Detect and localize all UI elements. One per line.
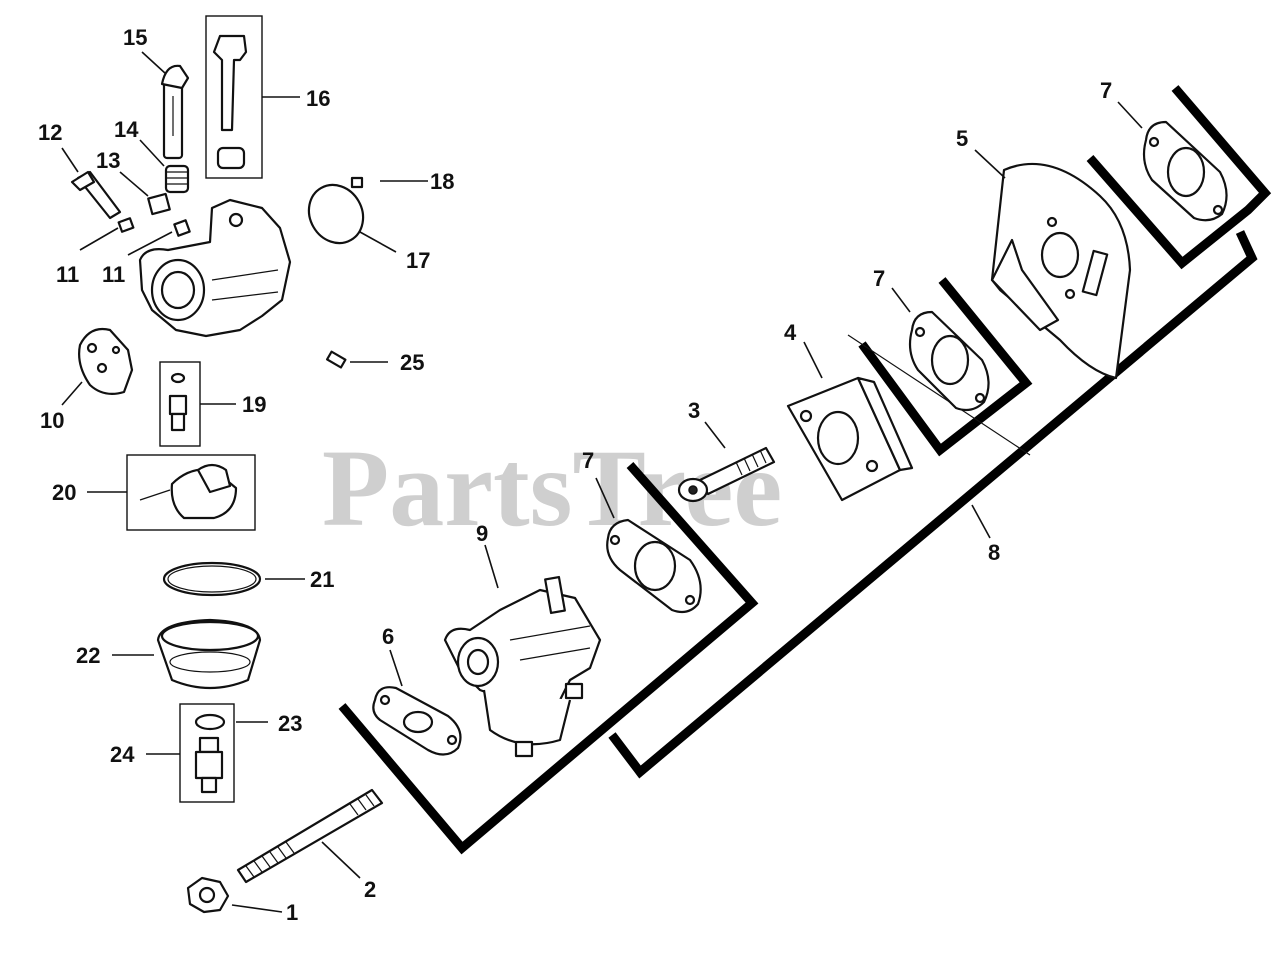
- part-21-o-ring: [162, 561, 305, 597]
- part-5-heat-shield: [974, 149, 1132, 380]
- callout-labels: 1 2 3 4 5 6 7 7 7 8 9 10 11 11 12 13 14 …: [38, 25, 1112, 925]
- part-20-float: [87, 454, 256, 531]
- callout-3: 3: [688, 398, 700, 423]
- callout-15: 15: [123, 25, 147, 50]
- callout-20: 20: [52, 480, 76, 505]
- part-7-gasket-upper: [1117, 101, 1228, 222]
- callout-23: 23: [278, 711, 302, 736]
- callout-10: 10: [40, 408, 64, 433]
- callout-16: 16: [306, 86, 330, 111]
- part-7-gasket-lower: [595, 477, 702, 614]
- assembly-bracket-lines: [338, 85, 1272, 855]
- callout-24: 24: [110, 742, 135, 767]
- callout-25: 25: [400, 350, 424, 375]
- part-16-needle-assembly: [205, 15, 300, 179]
- part-8-leader: [971, 504, 991, 539]
- part-4-spacer: [786, 341, 914, 502]
- part-7-gasket-middle: [891, 287, 990, 412]
- callout-18: 18: [430, 169, 454, 194]
- callout-12: 12: [38, 120, 62, 145]
- part-15-float-pin: [141, 51, 190, 160]
- callout-13: 13: [96, 148, 120, 173]
- callout-9: 9: [476, 521, 488, 546]
- carburetor-body: [138, 198, 292, 338]
- callout-1: 1: [286, 900, 298, 925]
- part-10-cover-plate: [61, 327, 134, 406]
- callout-2: 2: [364, 877, 376, 902]
- part-11-plug-right: [127, 219, 191, 256]
- callout-7-upper: 7: [1100, 78, 1112, 103]
- part-23-washer: [194, 713, 268, 731]
- part-2-stud: [236, 788, 384, 884]
- callout-4: 4: [784, 320, 797, 345]
- part-6-gasket: [372, 649, 462, 756]
- part-25-screw: [325, 350, 388, 369]
- part-18-plug: [350, 176, 428, 189]
- callout-22: 22: [76, 643, 100, 668]
- callout-14: 14: [114, 117, 139, 142]
- part-19-jet-assembly: [159, 361, 236, 447]
- callout-6: 6: [382, 624, 394, 649]
- part-24-bowl-nut: [146, 703, 235, 803]
- part-1-hex-nut: [186, 876, 283, 914]
- part-11-plug-left: [79, 217, 135, 251]
- part-12-idle-screw: [61, 147, 122, 220]
- callout-7-lower: 7: [582, 448, 594, 473]
- callout-8: 8: [988, 540, 1000, 565]
- part-22-float-bowl: [112, 618, 262, 690]
- callout-7-middle: 7: [873, 266, 885, 291]
- part-17-diaphragm: [307, 183, 397, 253]
- callout-21: 21: [310, 567, 334, 592]
- callout-5: 5: [956, 126, 968, 151]
- callout-19: 19: [242, 392, 266, 417]
- part-14-spring: [139, 139, 190, 194]
- part-3-bolt: [677, 421, 776, 503]
- part-13-screw: [119, 171, 171, 216]
- callout-11-left: 11: [56, 262, 79, 287]
- part-9-carburetor-assembly: [443, 544, 602, 758]
- callout-17: 17: [406, 248, 430, 273]
- callout-11-right: 11: [102, 262, 125, 287]
